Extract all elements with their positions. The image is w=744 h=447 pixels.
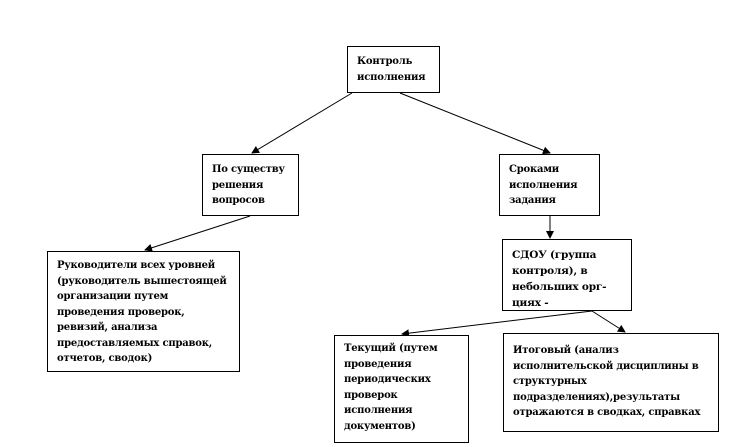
node-execution-control: Контроль исполнения bbox=[347, 46, 440, 93]
node-managers-all-levels: Руководители всех уровней (руководитель … bbox=[47, 251, 240, 372]
arrow-root-to-deadlines bbox=[399, 92, 551, 155]
arrow-sdou-to-current bbox=[401, 310, 593, 338]
node-by-essence: По существу решения вопросов bbox=[202, 154, 299, 216]
node-sdou-control-group: СДОУ (группа контроля), в небольших орг-… bbox=[502, 239, 632, 311]
arrow-root-to-essence bbox=[251, 92, 353, 154]
node-current-control: Текущий (путем проведения периодических … bbox=[334, 335, 469, 443]
arrow-essence-to-managers bbox=[144, 215, 251, 252]
arrow-sdou-to-final bbox=[591, 310, 626, 333]
node-final-control: Итоговый (анализ исполнительской дисципл… bbox=[503, 333, 719, 432]
node-by-deadlines: Сроками исполнения задания bbox=[499, 154, 600, 216]
